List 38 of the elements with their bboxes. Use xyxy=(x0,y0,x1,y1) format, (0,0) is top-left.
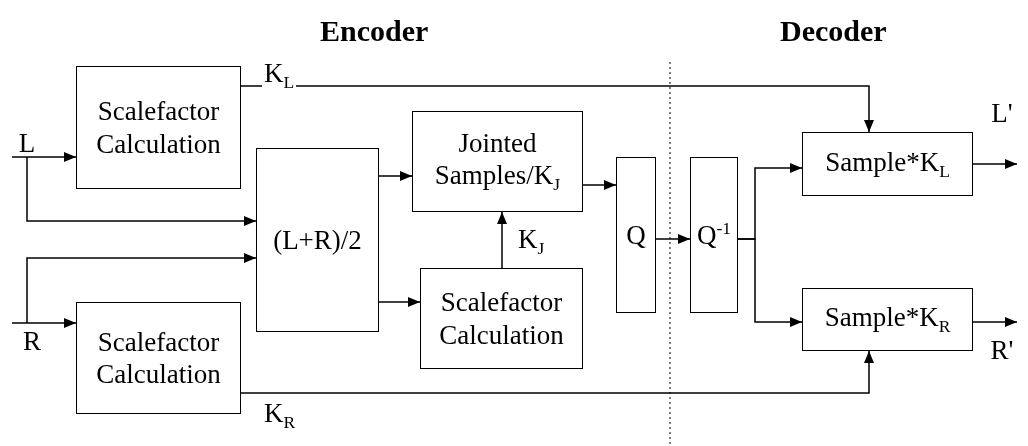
box-label: R xyxy=(23,328,41,355)
process-box xyxy=(256,148,379,332)
arrow xyxy=(11,152,77,162)
box-label: Jointed Samples/K$_{J}$ xyxy=(433,127,562,196)
arrow xyxy=(582,180,617,190)
box-label: Sample*K$_{L}$ xyxy=(825,145,950,183)
process-box xyxy=(420,268,583,369)
box-label: Scalefactor Calculation xyxy=(95,95,222,160)
arrow xyxy=(655,234,691,244)
arrow xyxy=(11,318,77,328)
arrow xyxy=(972,317,1018,327)
box-label: Scalefactor Calculation xyxy=(95,325,222,391)
arrow xyxy=(26,156,257,226)
process-box xyxy=(76,66,241,189)
arrow xyxy=(26,253,257,324)
box-label: Scalefactor Calculation xyxy=(438,286,565,351)
quantizer-box xyxy=(690,157,738,313)
quantizer-box xyxy=(616,157,656,313)
box-label: L xyxy=(18,130,36,157)
box-label: R' xyxy=(990,337,1014,364)
arrow xyxy=(972,159,1018,169)
section-heading: Encoder xyxy=(320,16,429,46)
box-label: L' xyxy=(991,100,1013,127)
process-box xyxy=(802,288,973,351)
process-box xyxy=(802,132,973,196)
box-label: Q$^{-1}$ xyxy=(696,218,732,252)
arrow xyxy=(497,211,507,269)
process-box xyxy=(412,111,583,212)
arrow xyxy=(737,238,803,327)
arrow xyxy=(378,297,421,307)
box-label: Q xyxy=(626,218,646,252)
process-box xyxy=(76,302,241,414)
arrow xyxy=(240,350,874,394)
section-heading: Decoder xyxy=(780,16,887,46)
box-label: (L+R)/2 xyxy=(273,223,362,257)
arrow xyxy=(240,85,874,133)
box-label: Sample*K$_{R}$ xyxy=(824,301,951,338)
arrow xyxy=(378,171,413,181)
